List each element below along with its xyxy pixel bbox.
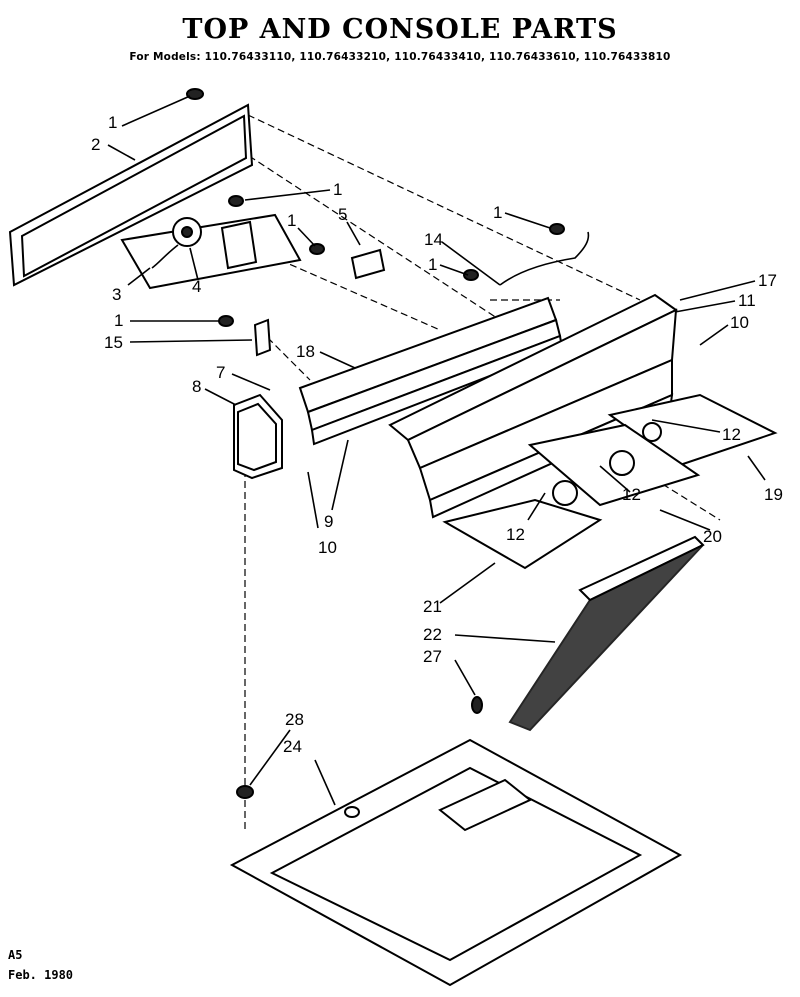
label-1: 1 — [428, 255, 437, 274]
footer-date: Feb. 1980 — [8, 968, 74, 982]
label-12: 12 — [722, 425, 741, 444]
label-14: 14 — [424, 230, 443, 249]
switch-part — [350, 248, 386, 280]
control-rail-part — [298, 296, 564, 446]
label-12: 12 — [622, 485, 641, 504]
page-title: TOP AND CONSOLE PARTS — [182, 14, 618, 45]
label-17: 17 — [758, 271, 777, 290]
screw-part — [471, 696, 483, 714]
leader-lines — [107, 95, 766, 806]
footer-code: A5 — [8, 948, 23, 962]
label-12: 12 — [506, 525, 525, 544]
top-part — [229, 738, 683, 987]
label-5: 5 — [338, 205, 347, 224]
timer-motor-part — [120, 213, 302, 290]
housing-box-part — [233, 393, 283, 480]
label-21: 21 — [423, 597, 442, 616]
label-3: 3 — [112, 285, 121, 304]
rear-panel-part — [8, 103, 254, 287]
clip-part — [236, 785, 254, 799]
models-subtitle: For Models: 110.76433110, 110.76433210, … — [129, 51, 671, 63]
label-22: 22 — [423, 625, 442, 644]
bracket-part — [253, 318, 272, 357]
label-28: 28 — [285, 710, 304, 729]
label-1: 1 — [108, 113, 117, 132]
label-24: 24 — [283, 737, 302, 756]
label-8: 8 — [192, 377, 201, 396]
label-1: 1 — [287, 211, 296, 230]
label-9: 9 — [324, 512, 333, 531]
label-18: 18 — [296, 342, 315, 361]
callout-labels: 1 2 1 1 5 1 14 1 3 4 17 11 10 1 15 18 7 … — [91, 113, 783, 756]
label-15: 15 — [104, 333, 123, 352]
label-27: 27 — [423, 647, 442, 666]
label-11: 11 — [738, 291, 756, 310]
label-7: 7 — [216, 363, 225, 382]
label-1: 1 — [493, 203, 502, 222]
label-10: 10 — [730, 313, 749, 332]
wire-harness-part — [499, 231, 590, 286]
label-10: 10 — [318, 538, 337, 557]
lint-filter-part — [508, 535, 705, 732]
knob-part — [552, 422, 662, 506]
label-20: 20 — [703, 527, 722, 546]
label-4: 4 — [192, 277, 201, 296]
label-2: 2 — [91, 135, 100, 154]
label-1: 1 — [333, 180, 342, 199]
label-19: 19 — [764, 485, 783, 504]
label-1: 1 — [114, 311, 123, 330]
